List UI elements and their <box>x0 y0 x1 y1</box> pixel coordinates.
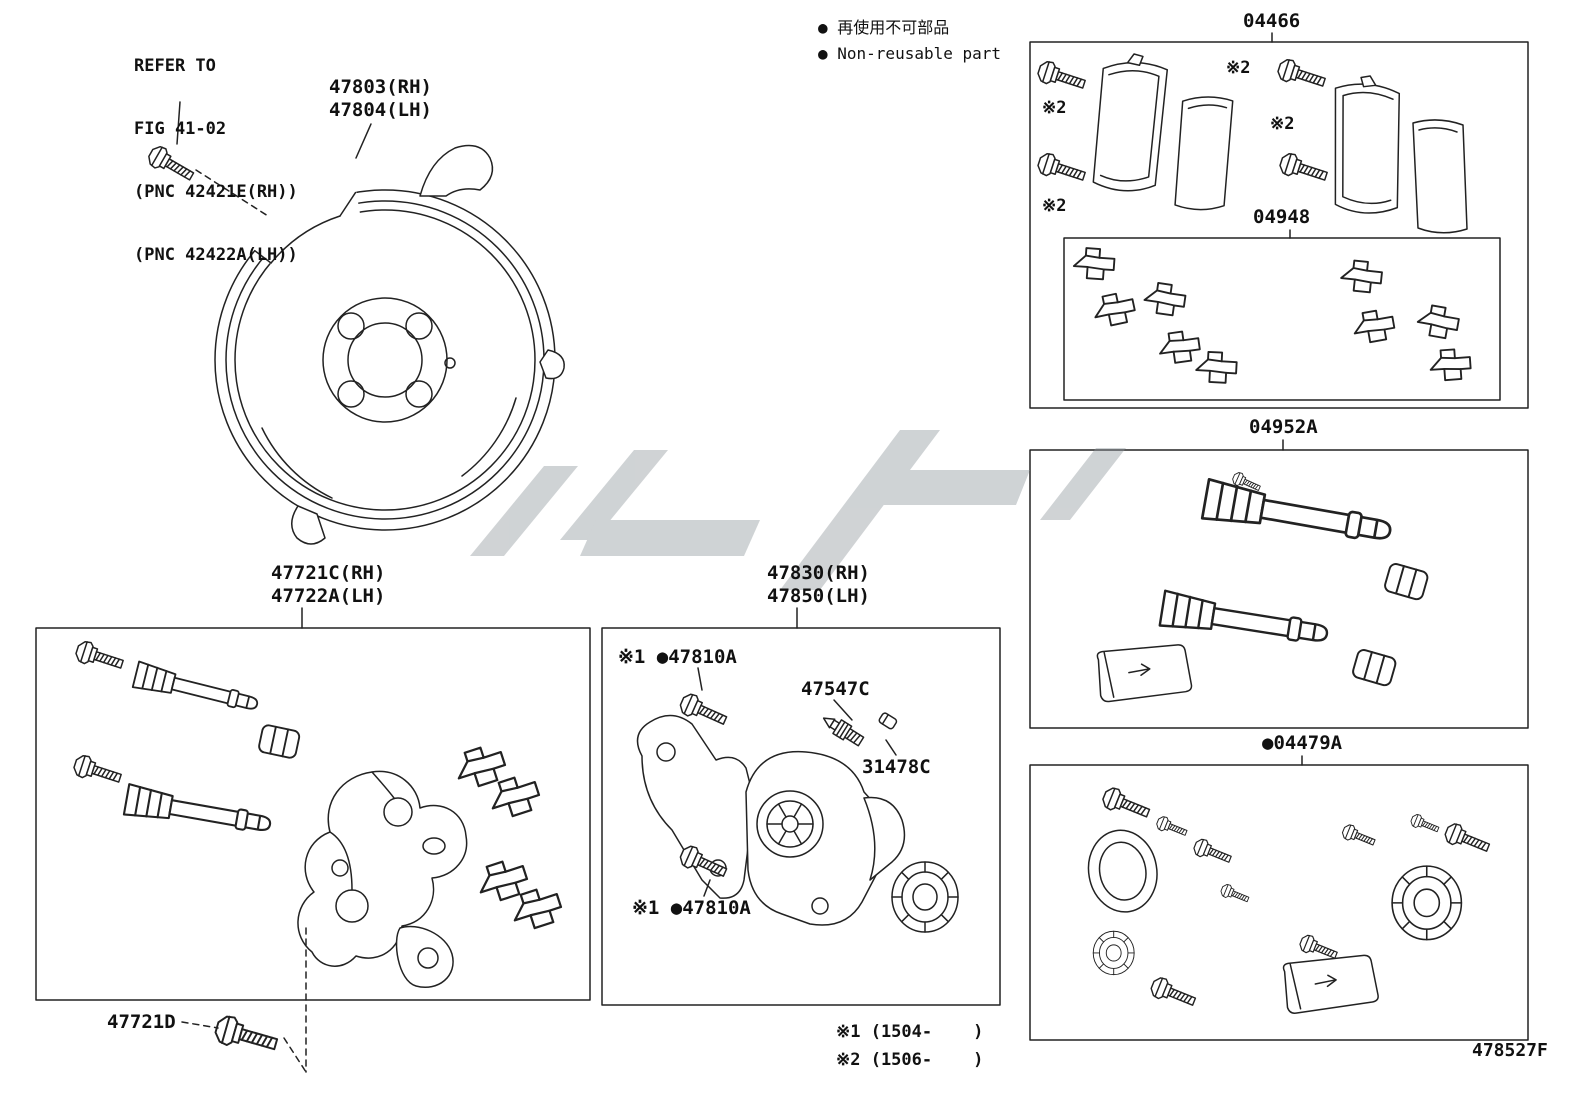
bolt-drawing <box>1277 150 1331 188</box>
seal-kit-parts <box>1081 784 1493 1015</box>
label-pin-bolt-top: ※1 ●47810A <box>618 646 737 668</box>
bolt-drawing <box>1275 56 1329 94</box>
fitting-kit-clips <box>1072 246 1473 385</box>
pin-kit-parts <box>1096 470 1430 703</box>
footnote-1: ※1 (1504- ) <box>836 1022 984 1042</box>
bolt-drawing <box>1035 150 1089 188</box>
watermark <box>470 430 1126 590</box>
bolt-drawing <box>1035 58 1089 96</box>
label-dust-cover-rh: 47803(RH) <box>329 76 432 98</box>
label-bracket-rh: 47721C(RH) <box>271 562 386 584</box>
ref-mark-2: ※2 <box>1042 98 1067 118</box>
footnote-2: ※2 (1506- ) <box>836 1050 984 1070</box>
label-pad-kit: 04466 <box>1243 10 1301 32</box>
refer-note-line1: REFER TO <box>134 56 216 76</box>
seal-kit-box <box>1029 764 1529 1041</box>
legend-non-reusable-jp: ● 再使用不可部品 <box>818 18 950 37</box>
label-bracket-bolt: 47721D <box>107 1011 176 1033</box>
legend-non-reusable-en: ● Non-reusable part <box>818 44 1002 63</box>
pad-kit-box <box>1029 41 1529 409</box>
refer-note: REFER TO FIG 41-02 (PNC 42421E(RH)) (PNC… <box>134 14 298 308</box>
fitting-kit-box <box>1063 237 1501 401</box>
piston-boot-drawing <box>891 861 959 933</box>
leader-lines <box>176 32 1303 1073</box>
dashed-leader-lines <box>181 169 307 1073</box>
ref-mark-2: ※2 <box>1226 58 1251 78</box>
pad-shim-drawing <box>1412 119 1468 234</box>
bracket-bolt-drawing <box>212 1012 281 1059</box>
bleeder-cap-drawing <box>877 711 899 731</box>
brake-pad-drawing <box>1328 73 1405 216</box>
label-caliper-rh: 47830(RH) <box>767 562 870 584</box>
bleeder-plug-drawing <box>818 710 866 750</box>
label-seal-kit: ●04479A <box>1262 732 1343 754</box>
pin-kit-box <box>1029 449 1529 729</box>
refer-note-line3: (PNC 42421E(RH)) <box>134 182 298 202</box>
caliper-box <box>601 627 1001 1006</box>
label-pin-kit: 04952A <box>1249 416 1318 438</box>
caliper-bracket-drawing <box>297 770 468 988</box>
label-bleeder-plug: 47547C <box>801 678 870 700</box>
ref-mark-2: ※2 <box>1042 196 1067 216</box>
bracket-box <box>35 627 591 1001</box>
figure-code: 478527F <box>1472 1040 1548 1061</box>
label-bracket-lh: 47722A(LH) <box>271 585 386 607</box>
refer-note-line2: FIG 41-02 <box>134 119 227 139</box>
refer-note-line4: (PNC 42422A(LH)) <box>134 245 298 265</box>
brake-pad-drawing <box>1092 51 1169 194</box>
label-dust-cover-lh: 47804(LH) <box>329 99 432 121</box>
label-bleeder-cap: 31478C <box>862 756 931 778</box>
dust-cover-drawing <box>214 144 565 545</box>
ref-mark-2: ※2 <box>1270 114 1295 134</box>
pad-shim-drawing <box>1174 95 1234 212</box>
caliper-drawing <box>636 714 906 926</box>
label-caliper-lh: 47850(LH) <box>767 585 870 607</box>
label-fitting-kit: 04948 <box>1253 206 1311 228</box>
label-pin-bolt-bottom: ※1 ●47810A <box>632 897 751 919</box>
